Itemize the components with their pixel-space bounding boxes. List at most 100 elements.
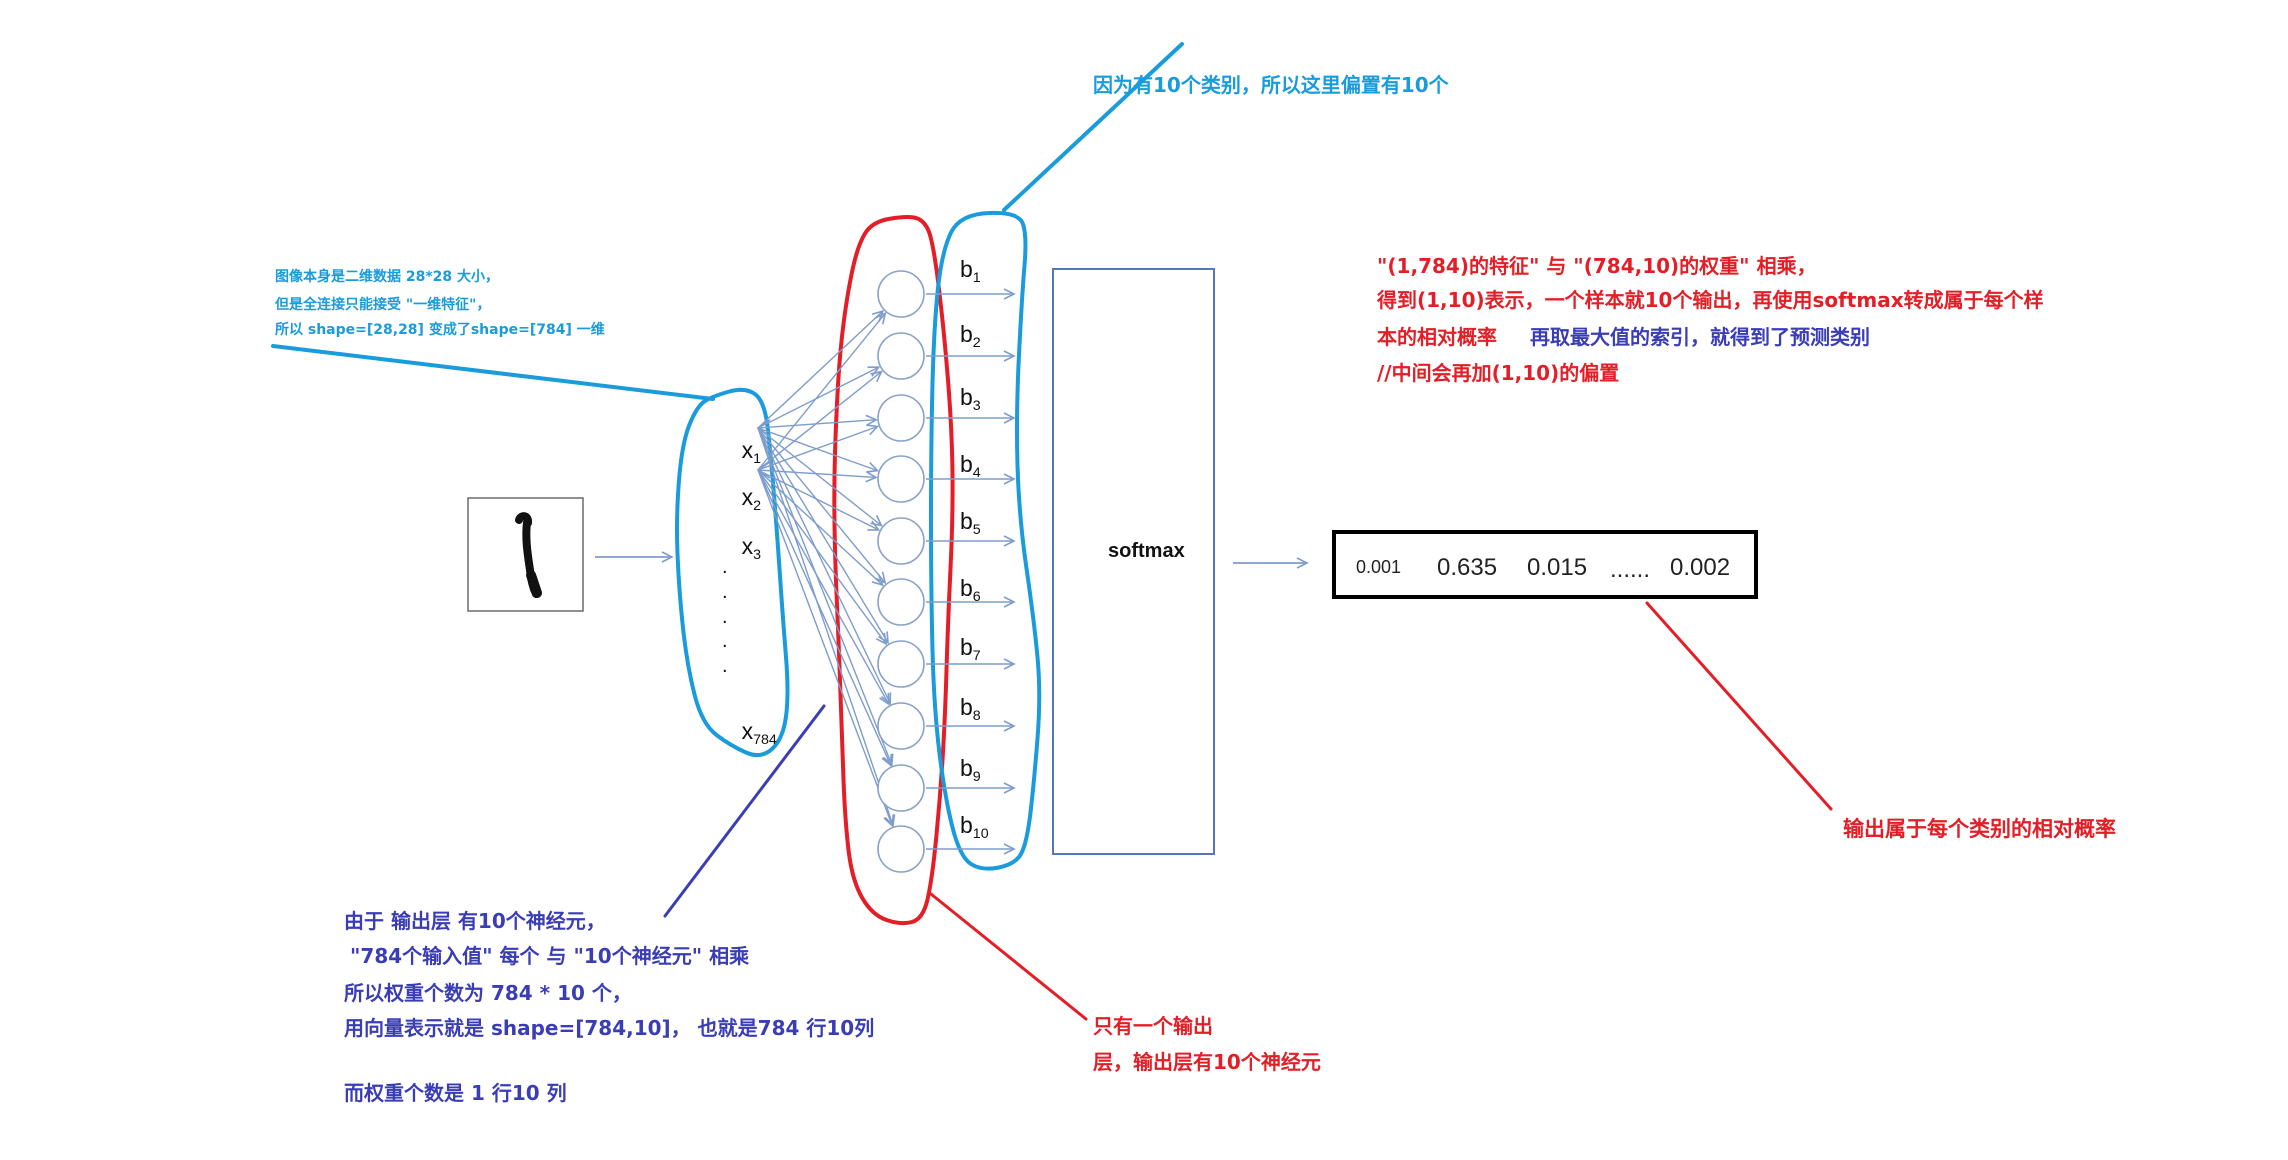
neuron-circle (877, 332, 925, 380)
bias-label-b5: b5 (960, 508, 981, 538)
weight-line (757, 309, 885, 429)
softmax-box (1052, 268, 1215, 855)
output-value: 0.001 (1356, 557, 1402, 577)
weight-line (757, 427, 894, 767)
neuron-circle (877, 394, 925, 442)
node-index: 2 (972, 334, 981, 351)
weights-note-line: 由于 输出层 有10个神经元， (344, 909, 606, 933)
probability-note: 输出属于每个类别的相对概率 (1843, 817, 2116, 841)
output-neurons (877, 270, 925, 873)
output-value: 0.002 (1670, 554, 1731, 581)
neuron-circle (877, 455, 925, 503)
bias-arrows (926, 288, 1016, 855)
output-layer-note-pointer (929, 892, 1088, 1021)
matmul-note-line: 本的相对概率 (1377, 325, 1497, 349)
weights-note-line: 所以权重个数为 784 * 10 个， (344, 981, 632, 1005)
neuron-circle (877, 764, 925, 812)
matmul-note-line: //中间会再加(1,10)的偏置 (1377, 361, 1620, 385)
weight-line (757, 366, 881, 429)
neuron-circle (877, 702, 925, 750)
weight-line (757, 469, 888, 646)
input-node-x784: x784 (716, 697, 777, 766)
neuron-circle (877, 270, 925, 318)
output-value: 0.635 (1437, 554, 1498, 581)
node-symbol: x (741, 533, 754, 559)
softmax-label: softmax (1108, 540, 1185, 562)
node-symbol: x (741, 437, 754, 463)
input-node-x3: x3 (716, 512, 761, 581)
input-ellipsis-dot: . (722, 630, 728, 652)
bias-label-b9: b9 (960, 755, 981, 785)
input-ellipsis-dot: . (722, 606, 728, 628)
node-symbol: b (960, 634, 973, 660)
node-symbol: x (741, 718, 754, 744)
weight-connections (757, 309, 896, 828)
neuron-circle (877, 825, 925, 873)
bias-label-b2: b2 (960, 321, 981, 351)
neuron-circle (877, 640, 925, 688)
bias-label-b3: b3 (960, 384, 981, 414)
node-index: 784 (753, 731, 777, 748)
flatten-note-line: 所以 shape=[28,28] 变成了shape=[784] 一维 (275, 322, 605, 338)
node-index: 10 (972, 825, 989, 842)
bias-label-b7: b7 (960, 634, 981, 664)
output-vector-box (1332, 530, 1758, 599)
weights-note-line: 用向量表示就是 shape=[784,10]， 也就是784 行10列 (344, 1016, 875, 1040)
node-index: 6 (972, 588, 981, 605)
weight-line (757, 469, 878, 483)
node-symbol: b (960, 321, 973, 347)
output-layer-outline (832, 215, 955, 926)
weight-line (757, 469, 892, 767)
handwritten-digit-stroke (526, 570, 542, 598)
weights-note-line: "784个输入值" 每个 与 "10个神经元" 相乘 (350, 944, 750, 968)
node-index: 2 (753, 497, 761, 514)
input-ellipsis-dot: . (722, 655, 728, 677)
node-symbol: b (960, 256, 973, 282)
node-symbol: b (960, 575, 973, 601)
node-index: 3 (972, 397, 981, 414)
bias-note-pointer (1002, 42, 1184, 212)
matmul-note-line: 得到(1,10)表示，一个样本就10个输出，再使用softmax转成属于每个样 (1377, 288, 2044, 312)
weight-line (757, 469, 895, 828)
weight-line (757, 427, 892, 706)
node-index: 7 (972, 647, 981, 664)
node-symbol: b (960, 812, 973, 838)
bias-label-b8: b8 (960, 694, 981, 724)
output-value: 0.015 (1527, 554, 1588, 581)
weight-line (757, 469, 884, 587)
flatten-note-pointer (271, 344, 715, 401)
weight-line (757, 469, 890, 706)
node-symbol: b (960, 755, 973, 781)
input-image (467, 497, 584, 612)
node-index: 1 (753, 450, 761, 467)
probability-note-pointer (1645, 601, 1833, 811)
input-node-x1: x1 (716, 416, 761, 485)
node-symbol: b (960, 508, 973, 534)
node-symbol: x (741, 484, 754, 510)
argmax-note: 再取最大值的索引，就得到了预测类别 (1530, 325, 1870, 349)
input-ellipsis-dot: . (722, 556, 728, 578)
weight-line (757, 427, 896, 827)
node-index: 4 (972, 464, 981, 481)
output-layer-note-line: 层，输出层有10个神经元 (1093, 1050, 1321, 1074)
weights-note-line: 而权重个数是 1 行10 列 (344, 1081, 567, 1105)
weight-line (757, 427, 889, 645)
neuron-circle (877, 517, 925, 565)
node-symbol: b (960, 384, 973, 410)
flatten-note-line: 图像本身是二维数据 28*28 大小， (275, 269, 500, 285)
node-index: 8 (972, 707, 981, 724)
matmul-note-line: "(1,784)的特征" 与 "(784,10)的权重" 相乘， (1377, 254, 1817, 278)
bias-outline (929, 210, 1042, 871)
weights-note-pointer (663, 704, 826, 918)
bias-count-note: 因为有10个类别，所以这里偏置有10个 (1093, 73, 1449, 97)
output-layer-note-line: 只有一个输出 (1093, 1014, 1213, 1038)
weight-line (757, 370, 883, 471)
input-arrow-chevron (756, 461, 771, 479)
node-index: 1 (972, 269, 981, 286)
weight-line (757, 469, 881, 531)
node-symbol: b (960, 694, 973, 720)
input-arrow-chevron (756, 419, 771, 437)
output-value-ellipsis: ...... (1610, 556, 1651, 583)
